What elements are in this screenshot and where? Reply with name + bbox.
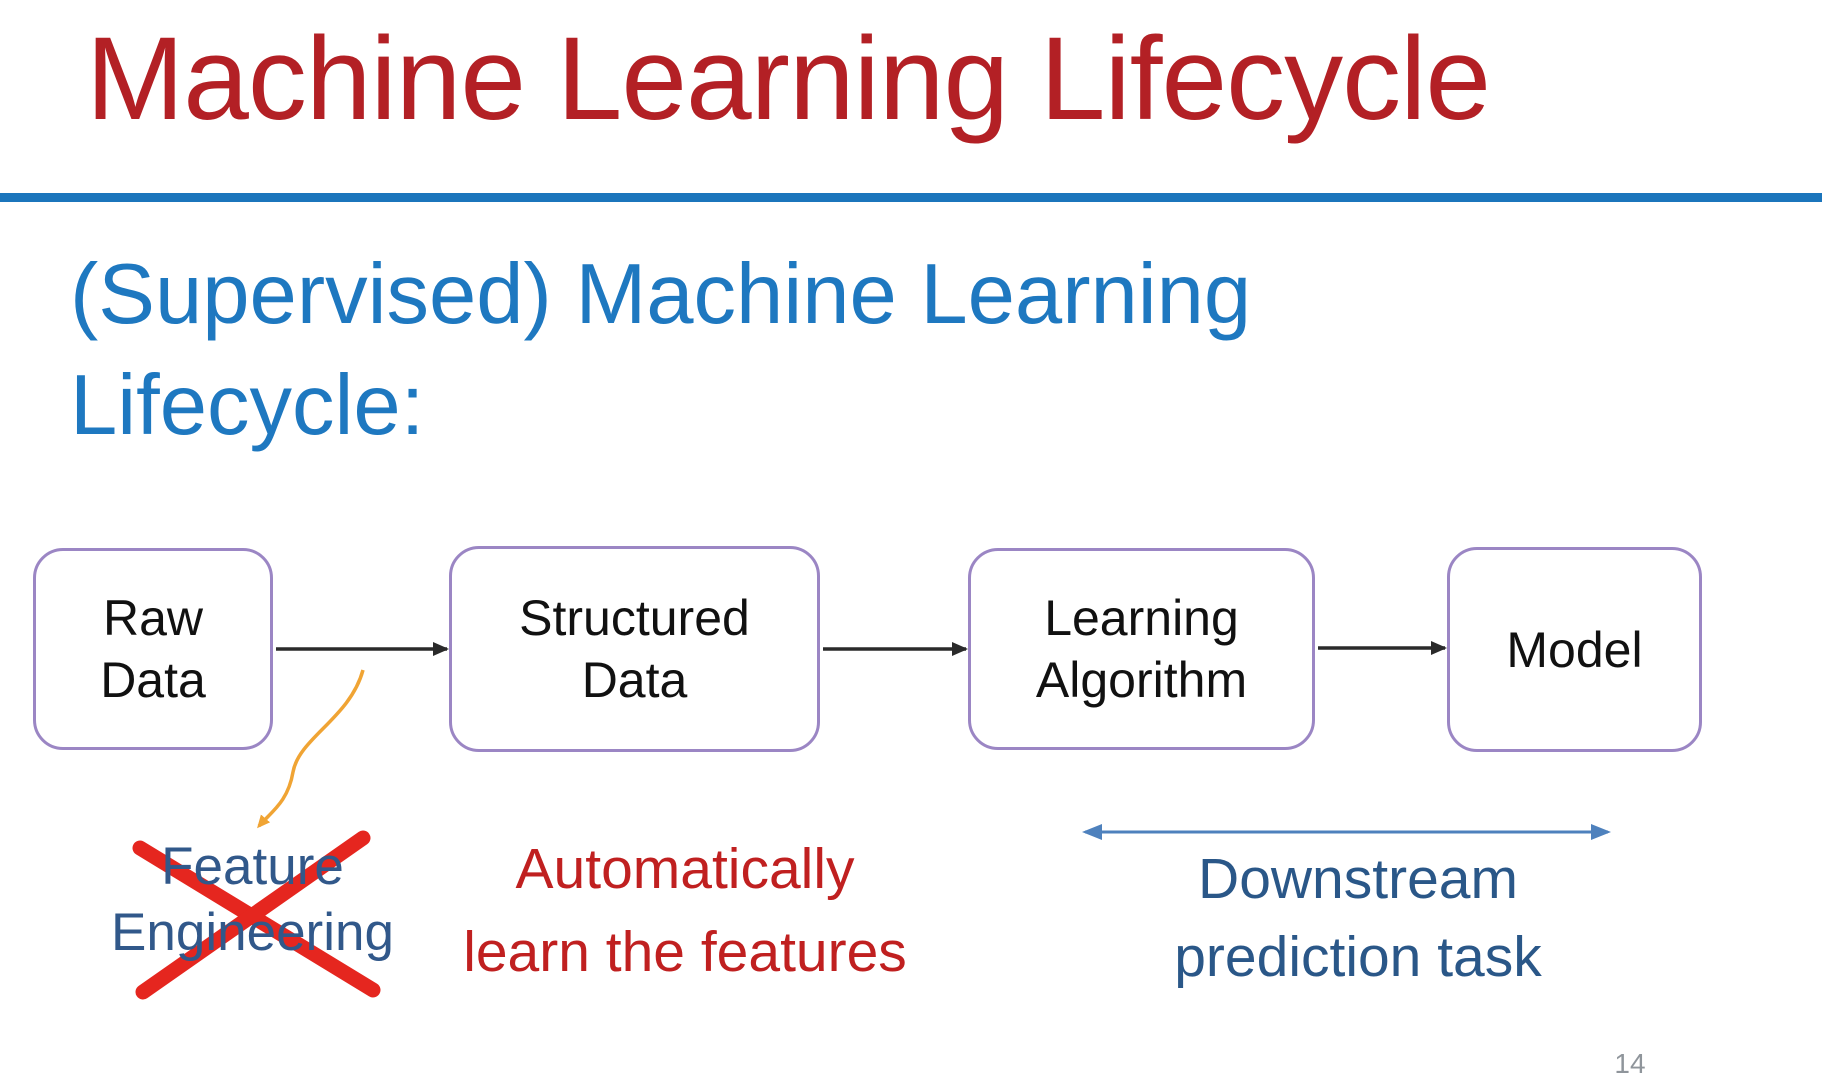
page-number: 14 (1614, 1048, 1646, 1079)
downstream-line-2: prediction task (1174, 925, 1542, 989)
flow-box-raw-data: Raw Data (33, 548, 273, 750)
flow-box-label: Learning (1044, 590, 1239, 646)
feature-engineering-line-2: Engineering (111, 903, 394, 962)
subtitle-line-2: Lifecycle: (70, 357, 425, 453)
flow-box-label: Algorithm (1035, 652, 1248, 708)
flow-box-label: Data (581, 652, 688, 708)
automatically-learn-line-2: learn the features (463, 920, 907, 984)
flow-box-label: Model (1506, 621, 1643, 678)
slide-title: Machine Learning Lifecycle (86, 13, 1491, 145)
flow-box-model: Model (1447, 547, 1702, 752)
feature-engineering-line-1: Feature (161, 837, 344, 896)
flow-box-label: Data (100, 652, 206, 708)
flow-box-label: Raw (102, 590, 204, 646)
automatically-learn-line-1: Automatically (515, 837, 855, 901)
flow-box-structured-data: Structured Data (449, 546, 820, 752)
downstream-line-1: Downstream (1198, 847, 1518, 911)
flow-box-label: Structured (519, 590, 750, 646)
title-divider-rule (0, 193, 1822, 202)
subtitle-line-1: (Supervised) Machine Learning (70, 247, 1252, 342)
slide-subtitle: (Supervised) Machine Learning Lifecycle: (70, 240, 1251, 461)
curved-arrow-to-feature-engineering-icon (257, 669, 365, 829)
automatically-learn-label: Automatically learn the features (395, 828, 975, 994)
flow-box-learning-algorithm: Learning Algorithm (968, 548, 1315, 750)
feature-engineering-label: Feature Engineering (85, 834, 420, 966)
downstream-prediction-label: Downstream prediction task (1068, 840, 1648, 996)
